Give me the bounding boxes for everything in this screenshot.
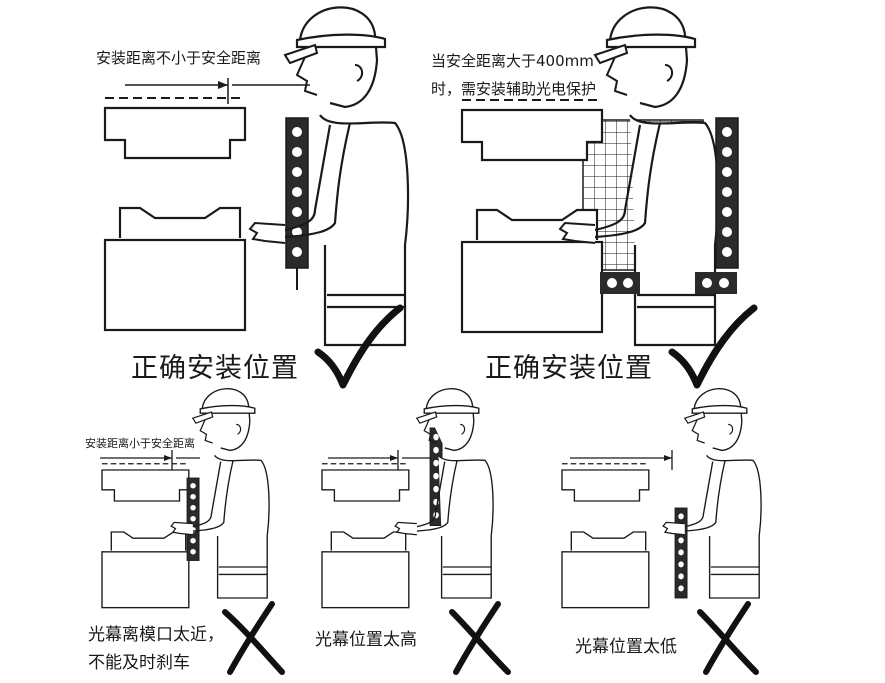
cross-mark-icon [222,601,285,675]
panel-bottom-left [100,387,285,675]
cross-mark-icon [697,601,759,675]
bottom-left-caption-line2: 不能及时刹车 [88,653,190,673]
light-curtain-illustration [715,117,739,269]
top-left-verdict: 正确安装位置 [131,353,299,384]
press-brake-illustration [460,98,604,334]
bottom-left-distance-note: 安装距离小于安全距离 [85,437,195,450]
bottom-right-caption: 光幕位置太低 [575,637,677,657]
panel-bottom-right [561,387,762,675]
light-curtain-illustration [285,117,309,269]
panel-bottom-middle [321,387,511,675]
panel-top-right [460,6,758,389]
light-curtain-illustration [186,477,200,561]
operator-illustration [394,387,494,599]
bottom-middle-caption: 光幕位置太高 [315,630,417,650]
press-brake-illustration [103,96,247,332]
operator-illustration [248,6,410,347]
top-right-verdict: 正确安装位置 [485,353,653,384]
light-curtain-illustration [674,507,688,599]
auxiliary-curtain-illustration [600,272,737,294]
top-right-note-line1: 当安全距离大于400mm [431,52,594,70]
panel-top-left [103,6,410,389]
cross-mark-icon [449,601,511,675]
check-mark-icon [314,304,404,389]
top-right-note-line2: 时，需安装辅助光电保护 [431,80,597,98]
check-mark-icon [668,304,758,389]
bottom-left-caption-line1: 光幕离模口太近， [88,625,224,645]
top-left-distance-note: 安装距离不小于安全距离 [96,49,262,67]
